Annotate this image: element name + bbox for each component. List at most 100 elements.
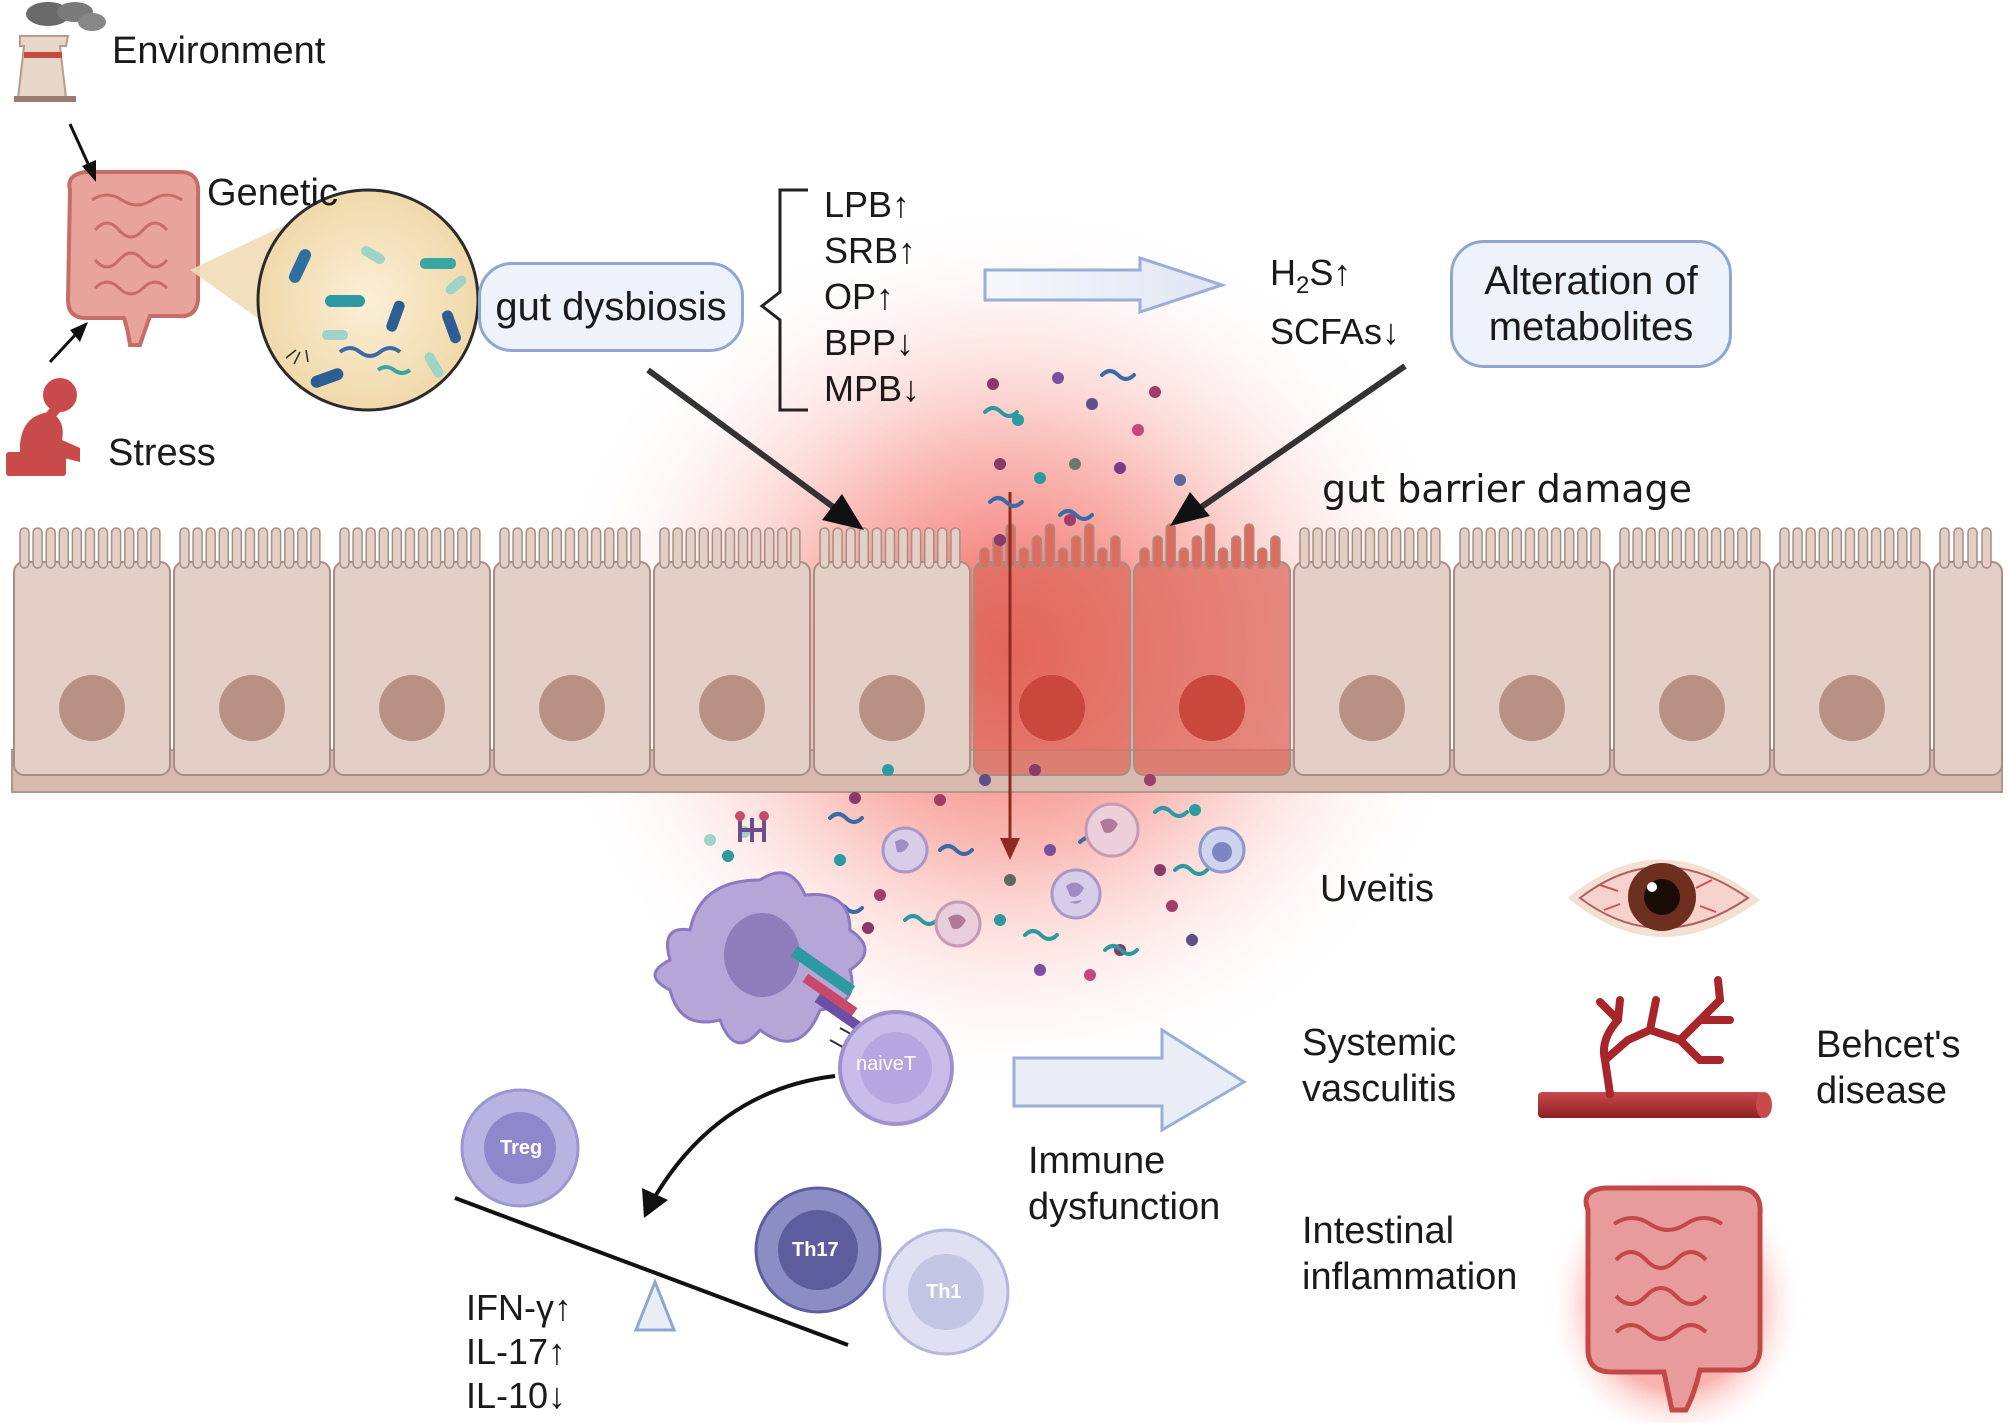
particle [1069,458,1081,470]
epithelial-cell [1293,527,1451,776]
bacteria-change-item: BPP↓ [824,322,915,363]
particle [849,792,861,804]
particle [882,764,894,776]
particle [1034,472,1046,484]
bacteria-brace [759,188,808,412]
bacterium [938,844,974,856]
cytokine-list: IFN-γ↑ IL-17↑ IL-10↓ [466,1286,572,1418]
environment-label: Environment [112,30,326,72]
factory-icon [14,2,106,102]
microbial-particles [704,369,1209,981]
epithelial-cell [813,527,971,776]
systemic-vasculitis-label: Systemic vasculitis [1302,1022,1457,1110]
particle [862,922,874,934]
bacterium [903,914,939,926]
particle [1154,864,1166,876]
bacterium [1023,929,1059,941]
particle [1029,764,1041,776]
bacterium [988,496,1024,508]
translocation-arrow [1000,492,1020,860]
particle [1004,874,1016,886]
epithelial-cell [173,527,331,776]
epithelial-cell [333,527,491,776]
naive-t-cell [838,1010,954,1126]
metabolite-change-list: H2S↑ SCFAs↓ [1270,250,1400,355]
stress-to-gut-arrow [48,322,88,364]
particle [987,378,999,390]
epithelial-cell [493,527,651,776]
cytokine-item: IL-10↓ [466,1375,567,1416]
epithelial-cell [13,527,171,776]
particle [994,534,1006,546]
alteration-line1: Alteration of [1484,259,1698,303]
intestinal-inflammation-label: Intestinal inflammation [1302,1210,1518,1298]
scfas-label: SCFAs↓ [1270,311,1401,353]
treg-label: Treg [500,1137,543,1159]
gut-dysbiosis-pill: gut dysbiosis [478,262,744,352]
cytokine-item: IFN-γ↑ [466,1287,572,1328]
th17-cell [754,1186,882,1314]
particle [1064,514,1076,526]
particle [1044,844,1056,856]
eye-icon [1568,859,1760,938]
particle [979,774,991,786]
uveitis-label: Uveitis [1320,868,1435,910]
alteration-line2: metabolites [1488,305,1694,349]
th1-label: Th1 [926,1281,962,1303]
alteration-metabolites-pill: Alteration of metabolites [1450,240,1732,368]
th17-label: Th17 [792,1239,839,1261]
particle [1086,398,1098,410]
particle [1166,900,1178,912]
bacterium [1173,864,1209,876]
bacterium [983,406,1019,418]
treg-cell [460,1088,580,1208]
bacterium [1153,806,1189,818]
particle [704,834,716,846]
gut-epithelium [11,523,2003,793]
immune-to-disease-arrow [1012,1027,1247,1133]
particle [994,458,1006,470]
bacteria-change-item: MPB↓ [824,368,921,409]
particle [994,914,1006,926]
particle [1132,424,1144,436]
epithelial-cell [1453,527,1611,776]
th1-cell [882,1228,1010,1356]
particle [1034,964,1046,976]
naive-t-label: naiveT [856,1053,917,1075]
bacterium [1103,944,1139,956]
dysbiosis-to-barrier-arrow [646,367,864,530]
epithelial-cell [1933,527,2003,776]
cytokine-item: IL-17↑ [466,1331,567,1372]
environment-to-gut-arrow [68,123,96,182]
metabolites-to-barrier-arrow [1170,363,1407,526]
particle [722,850,734,862]
damaged-epithelial-cell [973,523,1131,776]
particle [1114,462,1126,474]
particle [1149,386,1161,398]
immune-dysfunction-label: Immune dysfunction [1028,1140,1221,1228]
microbiota-circle [256,188,480,412]
bacterium [1058,509,1094,521]
particle [1189,804,1201,816]
dendritic-cell [653,811,881,1063]
h2s-label: H2S↑ [1270,252,1352,300]
particle [1186,934,1198,946]
particle [1174,474,1186,486]
gut-barrier-damage-label: gut barrier damage [1322,467,1693,511]
intestine-icon [65,170,201,347]
epithelial-cell [1773,527,1931,776]
epithelial-cell [653,527,811,776]
particle [1012,414,1024,426]
genetic-label: Genetic [207,172,338,214]
dysbiosis-to-metabolites-arrow [983,255,1227,315]
bacteria-change-item: LPB↑ [824,184,911,225]
gut-dysbiosis-label: gut dysbiosis [495,285,727,329]
bacteria-change-item: SRB↑ [824,230,917,271]
particle [1052,372,1064,384]
differentiation-arrow [642,1074,836,1218]
blood-vessel-icon [1538,976,1772,1118]
neutrophil-cells [881,802,1246,948]
epithelial-cell [1613,527,1771,776]
behcets-disease-label: Behcet's disease [1816,1024,1961,1112]
